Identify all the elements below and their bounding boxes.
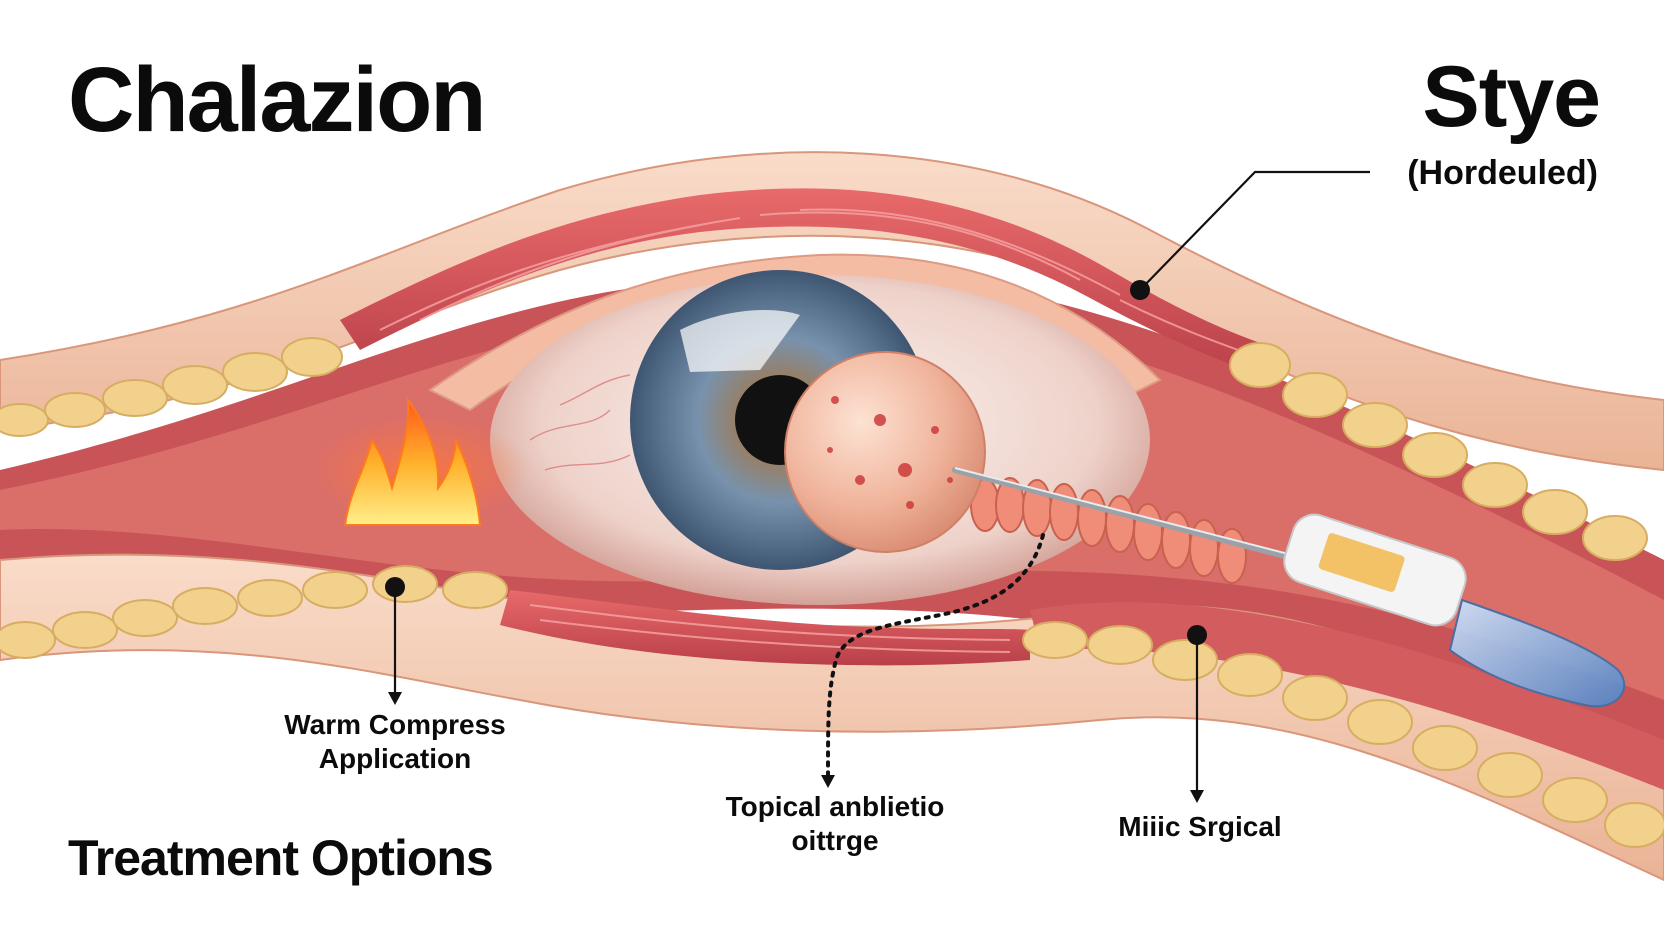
surgical-probe: [952, 467, 1626, 708]
warm-compress-flame-icon: [310, 396, 530, 526]
warm-compress-label: Warm Compress Application: [284, 709, 506, 775]
surgical-arrowhead: [1190, 790, 1204, 803]
surgical-pointer-dot: [1187, 625, 1207, 645]
fat-tissue-lower-right: [1022, 621, 1664, 848]
minor-surgical-label: Miiic Srgical: [1118, 811, 1282, 842]
leader-pointers: [385, 280, 1207, 803]
sclera-veins: [529, 374, 631, 471]
stye-subtitle: (Hordeuled): [1407, 154, 1598, 192]
chalazion-title: Chalazion: [68, 49, 486, 151]
topical-antibiotic-label: Topical anblietio oittrge: [725, 791, 945, 857]
topical-arrowhead: [821, 775, 835, 788]
lower-eyelid: [0, 553, 1664, 882]
fat-tissue-upper-right: [1229, 342, 1648, 561]
upper-eyelid: [0, 151, 1664, 561]
stye-title: Stye: [1422, 49, 1601, 145]
muscle-fibers-lower: [529, 604, 1011, 653]
stye-pointer-dot: [1130, 280, 1150, 300]
chalazion-nodule: [784, 351, 986, 553]
warm-compress-pointer-dot: [385, 577, 405, 597]
leader-lines: [393, 170, 1370, 790]
warm-compress-arrowhead: [388, 692, 402, 705]
cornea-highlight: [680, 310, 800, 372]
fat-tissue-upper-left: [0, 337, 343, 437]
fat-tissue-lower-left: [0, 565, 508, 659]
treatment-options-heading: Treatment Options: [68, 830, 494, 886]
